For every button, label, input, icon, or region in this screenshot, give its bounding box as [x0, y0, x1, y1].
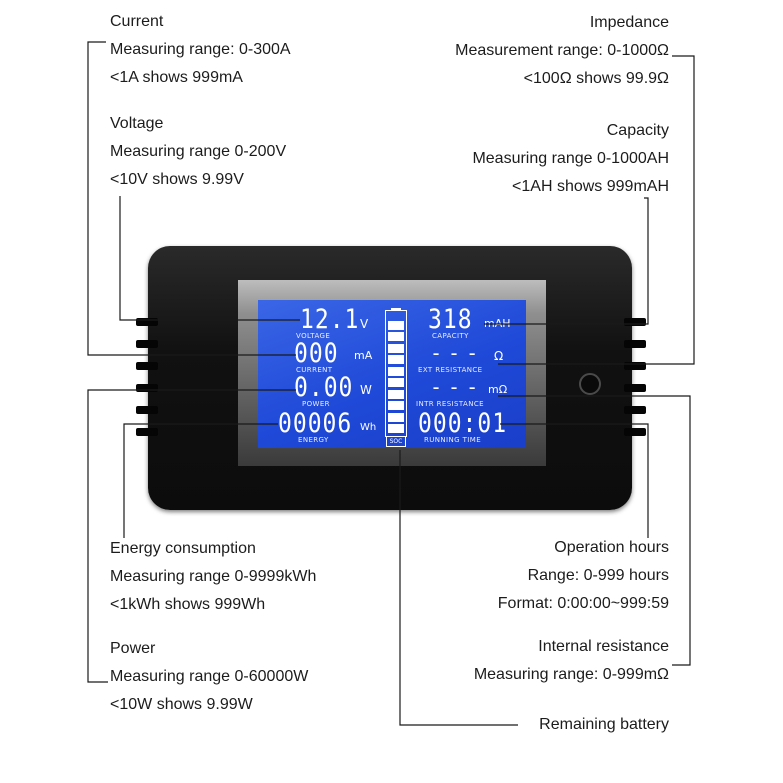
reset-button[interactable]	[579, 373, 601, 395]
soc-segment	[388, 332, 404, 341]
energy-note: <1kWh shows 999Wh	[110, 596, 266, 613]
leader-internal	[498, 395, 691, 666]
intr-resistance-unit: mΩ	[488, 383, 508, 396]
vent-rib-left	[136, 340, 158, 348]
vent-rib-left	[136, 406, 158, 414]
soc-segment	[388, 320, 404, 330]
voltage-title: Voltage	[110, 115, 164, 132]
vent-rib-right	[624, 340, 646, 348]
leader-operation	[500, 423, 649, 538]
impedance-note: <100Ω shows 99.9Ω	[523, 70, 669, 87]
leader-current	[87, 41, 296, 356]
energy-range: Measuring range 0-9999kWh	[110, 568, 317, 585]
soc-indicator: SOC	[384, 308, 408, 447]
power-title: Power	[110, 640, 156, 657]
energy-unit: Wh	[360, 422, 377, 433]
vent-rib-right	[624, 384, 646, 392]
operation-range: Range: 0-999 hours	[527, 567, 669, 584]
vent-rib-right	[624, 362, 646, 370]
voltage-reading: 12.1	[300, 304, 360, 335]
energy-label: ENERGY	[298, 436, 329, 444]
running-time-reading: 000:01	[418, 408, 508, 439]
power-reading: 0.00	[294, 372, 354, 403]
vent-rib-right	[624, 318, 646, 326]
current-title: Current	[110, 13, 164, 30]
soc-cap	[391, 308, 401, 311]
voltage-label: VOLTAGE	[296, 332, 331, 340]
capacity-label: CAPACITY	[432, 332, 469, 340]
soc-segment	[388, 424, 404, 433]
current-range: Measuring range: 0-300A	[110, 41, 291, 58]
ext-resistance-label: EXT RESISTANCE	[418, 366, 483, 374]
ext-resistance-unit: Ω	[494, 349, 504, 363]
capacity-title: Capacity	[606, 122, 669, 139]
soc-segment	[388, 378, 404, 387]
vent-rib-left	[136, 428, 158, 436]
current-label: CURRENT	[296, 366, 333, 374]
battery-title: Remaining battery	[539, 716, 669, 733]
leader-energy	[123, 423, 278, 538]
vent-rib-left	[136, 318, 158, 326]
capacity-range: Measuring range 0-1000AH	[472, 150, 669, 167]
running-time-label: RUNNING TIME	[424, 436, 482, 444]
soc-segment	[388, 389, 404, 399]
intr-resistance-label: INTR RESISTANCE	[416, 400, 484, 408]
impedance-range: Measurement range: 0-1000Ω	[455, 42, 669, 59]
operation-format: Format: 0:00:00~999:59	[497, 595, 669, 612]
soc-segment	[388, 366, 404, 376]
leader-impedance	[498, 55, 695, 365]
operation-title: Operation hours	[554, 539, 669, 556]
power-unit: W	[360, 383, 372, 397]
internal-range: Measuring range: 0-999mΩ	[473, 666, 669, 683]
voltage-range: Measuring range 0-200V	[110, 143, 287, 160]
leader-capacity	[484, 197, 649, 325]
leader-voltage	[119, 196, 300, 321]
voltage-note: <10V shows 9.99V	[110, 171, 244, 188]
leader-power	[87, 389, 296, 683]
voltage-unit: V	[360, 317, 369, 331]
power-range: Measuring range 0-60000W	[110, 668, 309, 685]
power-label: POWER	[302, 400, 330, 408]
capacity-reading: 318	[428, 304, 473, 335]
leader-battery	[399, 450, 518, 726]
soc-segment	[388, 343, 404, 353]
vent-rib-left	[136, 362, 158, 370]
impedance-title: Impedance	[589, 14, 669, 31]
capacity-note: <1AH shows 999mAH	[512, 178, 669, 195]
internal-title: Internal resistance	[538, 638, 669, 655]
vent-rib-left	[136, 384, 158, 392]
ext-resistance-reading: ---	[430, 341, 485, 365]
vent-rib-right	[624, 428, 646, 436]
power-note: <10W shows 9.99W	[110, 696, 253, 713]
current-note: <1A shows 999mA	[110, 69, 243, 86]
soc-label: SOC	[386, 436, 406, 447]
energy-reading: 00006	[278, 408, 353, 439]
current-unit: mA	[354, 349, 373, 362]
soc-segment	[388, 412, 404, 422]
energy-title: Energy consumption	[110, 540, 256, 557]
intr-resistance-reading: ---	[430, 375, 485, 399]
current-reading: 000	[294, 338, 339, 369]
vent-rib-right	[624, 406, 646, 414]
soc-segment	[388, 355, 404, 364]
soc-segment	[388, 401, 404, 410]
